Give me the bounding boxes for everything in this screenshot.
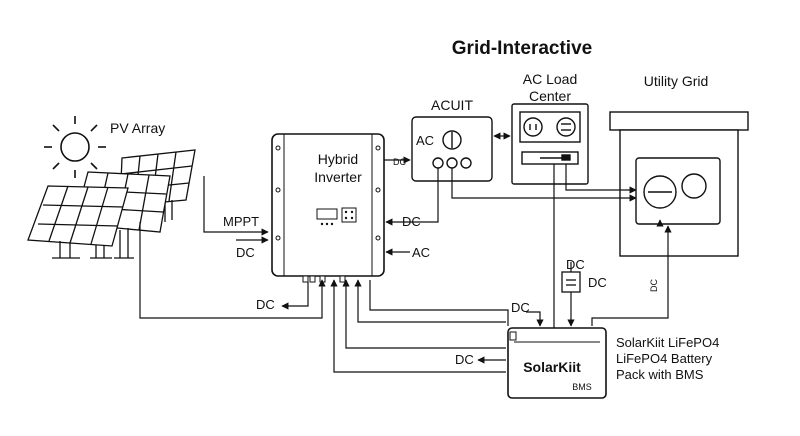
- inverter-buttons: [320, 207, 357, 226]
- battery-pack[interactable]: [507, 327, 607, 399]
- diagram-title: Grid-Interactive: [452, 38, 592, 59]
- dc-mid-label: DC: [402, 214, 421, 229]
- hybrid-inverter[interactable]: [271, 133, 385, 283]
- utility-grid[interactable]: [609, 111, 749, 257]
- dc-battery-left-label: DC: [455, 352, 474, 367]
- inverter-label-line1: Hybrid: [318, 151, 358, 167]
- battery-desc-line2: LiFePO4 Battery: [616, 351, 713, 366]
- dc-fuse[interactable]: [561, 271, 581, 293]
- battery-desc-line1: SolarKiit LiFePO4: [616, 335, 719, 350]
- dc-vertical-label: DC: [649, 279, 659, 292]
- inverter-display: [316, 208, 338, 220]
- acuit-label: ACUIT: [431, 97, 473, 113]
- sun-icon: [44, 116, 106, 178]
- ac-mid-label: AC: [412, 245, 430, 260]
- wiring: [139, 132, 672, 373]
- ac-load-label-line2: Center: [529, 88, 571, 104]
- battery-brand: SolarKiit: [523, 359, 581, 375]
- solar-panel-array: [27, 149, 196, 259]
- inverter-label-line2: Inverter: [314, 169, 362, 185]
- pv-array-label: PV Array: [110, 120, 165, 136]
- dc-top-label: DC: [393, 157, 406, 167]
- ac-disconnect[interactable]: [411, 116, 493, 182]
- dc-fuse-side-label: DC: [588, 275, 607, 290]
- mppt-label: MPPT: [223, 214, 259, 229]
- battery-bms-label: BMS: [572, 382, 592, 392]
- ac-disconnect-label: AC: [416, 133, 434, 148]
- dc-pv-label: DC: [236, 245, 255, 260]
- utility-grid-label: Utility Grid: [644, 73, 709, 89]
- dc-left-out-label: DC: [256, 297, 275, 312]
- ac-load-center[interactable]: [511, 103, 589, 185]
- dc-fuse-label: DC: [566, 257, 585, 272]
- ac-load-label-line1: AC Load: [523, 71, 577, 87]
- battery-desc-line3: Pack with BMS: [616, 367, 704, 382]
- dc-battery-top-label: DC: [511, 300, 530, 315]
